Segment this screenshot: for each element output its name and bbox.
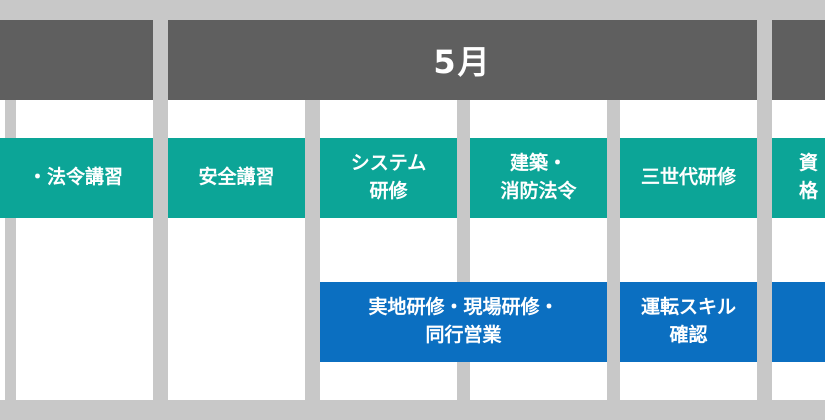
- month-header-may: 5月: [168, 20, 757, 100]
- task-three-generation-training: 三世代研修: [620, 138, 757, 218]
- task-next-blue: [772, 282, 825, 362]
- task-building-fire-law: 建築・ 消防法令: [470, 138, 607, 218]
- month-header-next: [772, 20, 825, 100]
- week-column-1: [0, 100, 5, 400]
- task-driving-skill-check: 運転スキル 確認: [620, 282, 757, 362]
- task-law-training: ・法令講習: [0, 138, 153, 218]
- task-qualification: 資格: [772, 138, 825, 218]
- task-field-training: 実地研修・現場研修・ 同行営業: [320, 282, 607, 362]
- task-safety-training: 安全講習: [168, 138, 305, 218]
- month-header-prev: [0, 20, 153, 100]
- task-system-training: システム 研修: [320, 138, 457, 218]
